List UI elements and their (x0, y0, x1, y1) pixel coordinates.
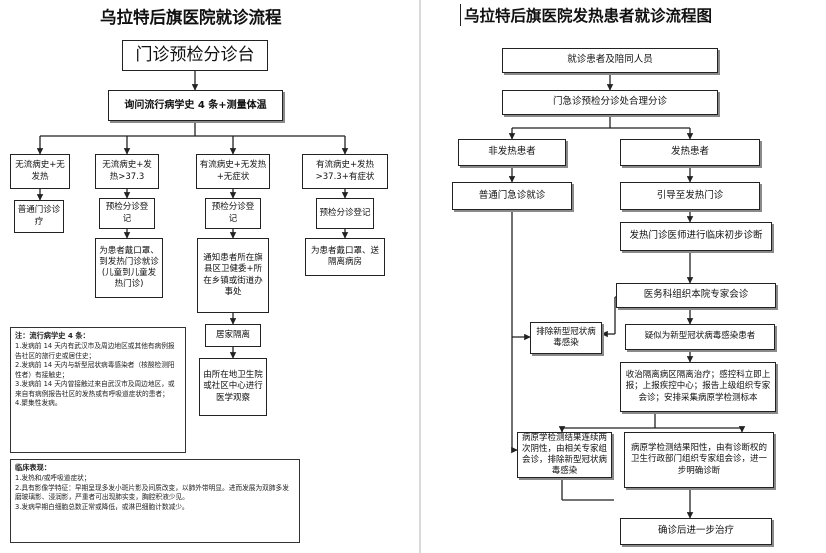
patients-box: 就诊患者及陪同人员 (502, 48, 718, 73)
epidemiology-note: 注：流行病学史 4 条： 1.发病前 14 天内有武汉市及周边地区或其他有病例报… (10, 327, 186, 453)
branch4-register-box: 预检分诊登记 (316, 198, 374, 229)
epidemiology-note-line: 2.发病前 14 天内与新型冠状病毒感染者（核酸检测阳性者）有接触史； (15, 361, 175, 379)
left-title: 乌拉特后旗医院就诊流程 (100, 8, 282, 27)
general-clinic-box: 普通门急诊就诊 (452, 182, 572, 210)
branch2-mask-fever-clinic-box: 为患者戴口罩、到发热门诊就诊(儿童到儿童发热门诊) (95, 238, 163, 298)
triage-desk-box: 门诊预检分诊台 (122, 40, 268, 71)
triage-box: 门急诊预检分诊处合理分诊 (502, 90, 718, 115)
non-fever-box: 非发热患者 (458, 139, 566, 166)
branch2-condition-box: 无流病史+发热>37.3 (95, 154, 159, 189)
branch2-register-box: 预检分诊登记 (99, 198, 155, 229)
negative-result-box: 病原学检测结果连续两次阴性，由相关专家组会诊，排除新型冠状病毒感染 (517, 432, 612, 478)
inquiry-box: 询问流行病学史 4 条+测量体温 (108, 90, 283, 121)
clinical-note-line: 1.发热和/或呼吸道症状； (15, 474, 91, 483)
left-flowchart: 乌拉特后旗医院就诊流程 门诊预检分诊台 询问流行病学史 4 条+测量体温 无流病… (10, 8, 388, 543)
clinical-note-line: 2.具有影像学特征：早期呈现多发小斑片影及间质改变，以肺外带明显。进而发展为双肺… (15, 483, 289, 502)
initial-diagnosis-box: 发热门诊医师进行临床初步诊断 (620, 222, 772, 251)
fever-box: 发热患者 (620, 139, 760, 166)
clinical-note-line: 3.发病早期白细胞总数正常或降低，或淋巴细胞计数减少。 (15, 502, 189, 511)
branch3-observation-box: 由所在地卫生院或社区中心进行医学观察 (199, 358, 267, 416)
right-title: 乌拉特后旗医院发热患者就诊流程图 (460, 4, 712, 26)
branch3-register-box: 预检分诊登记 (205, 198, 261, 229)
branch4-condition-box: 有流病史+发热>37.3+有症状 (302, 154, 388, 189)
branch3-home-isolation-box: 居家隔离 (205, 324, 261, 347)
branch3-condition-box: 有流病史+无发热+无症状 (196, 154, 270, 189)
right-flowchart: 乌拉特后旗医院发热患者就诊流程图 (424, 0, 826, 553)
isolation-treatment-box: 收治隔离病区隔离治疗；感控科立即上报；上报疾控中心；报告上级组织专家会诊；安排采… (620, 362, 776, 412)
clinical-note: 临床表现： 1.发热和/或呼吸道症状； 2.具有影像学特征：早期呈现多发小斑片影… (10, 459, 300, 543)
branch3-notify-box: 通知患者所在旗县区卫健委+所在乡镇或街道办事处 (197, 238, 269, 313)
expert-consult-box: 医务科组织本院专家会诊 (616, 283, 776, 308)
exclude-infection-box: 排除新型冠状病毒感染 (530, 322, 602, 354)
epidemiology-note-line: 1.发病前 14 天内有武汉市及周边地区或其他有病例报告社区的旅行史或居住史； (15, 342, 175, 360)
epidemiology-note-line: 4.聚集性发病。 (15, 399, 62, 408)
positive-result-box: 病原学检测结果阳性，由有诊断权的卫生行政部门组织专家组会诊，进一步明确诊断 (624, 432, 774, 488)
epidemiology-note-heading: 注：流行病学史 4 条： (15, 331, 90, 340)
suspected-case-box: 疑似为新型冠状病毒感染患者 (625, 324, 775, 350)
epidemiology-note-line: 3.发病前 14 天内曾接触过来自武汉市及周边地区，或来自有病例报告社区的发热或… (15, 380, 175, 398)
panel-divider (419, 0, 421, 553)
branch1-general-clinic-box: 普通门诊诊疗 (14, 200, 64, 233)
branch4-mask-isolation-box: 为患者戴口罩、送隔离病房 (305, 238, 385, 276)
guide-fever-clinic-box: 引导至发热门诊 (620, 182, 760, 210)
confirmed-treatment-box: 确诊后进一步治疗 (620, 518, 772, 545)
branch1-condition-box: 无流病史+无发热 (10, 154, 70, 189)
clinical-note-heading: 临床表现： (15, 463, 51, 472)
